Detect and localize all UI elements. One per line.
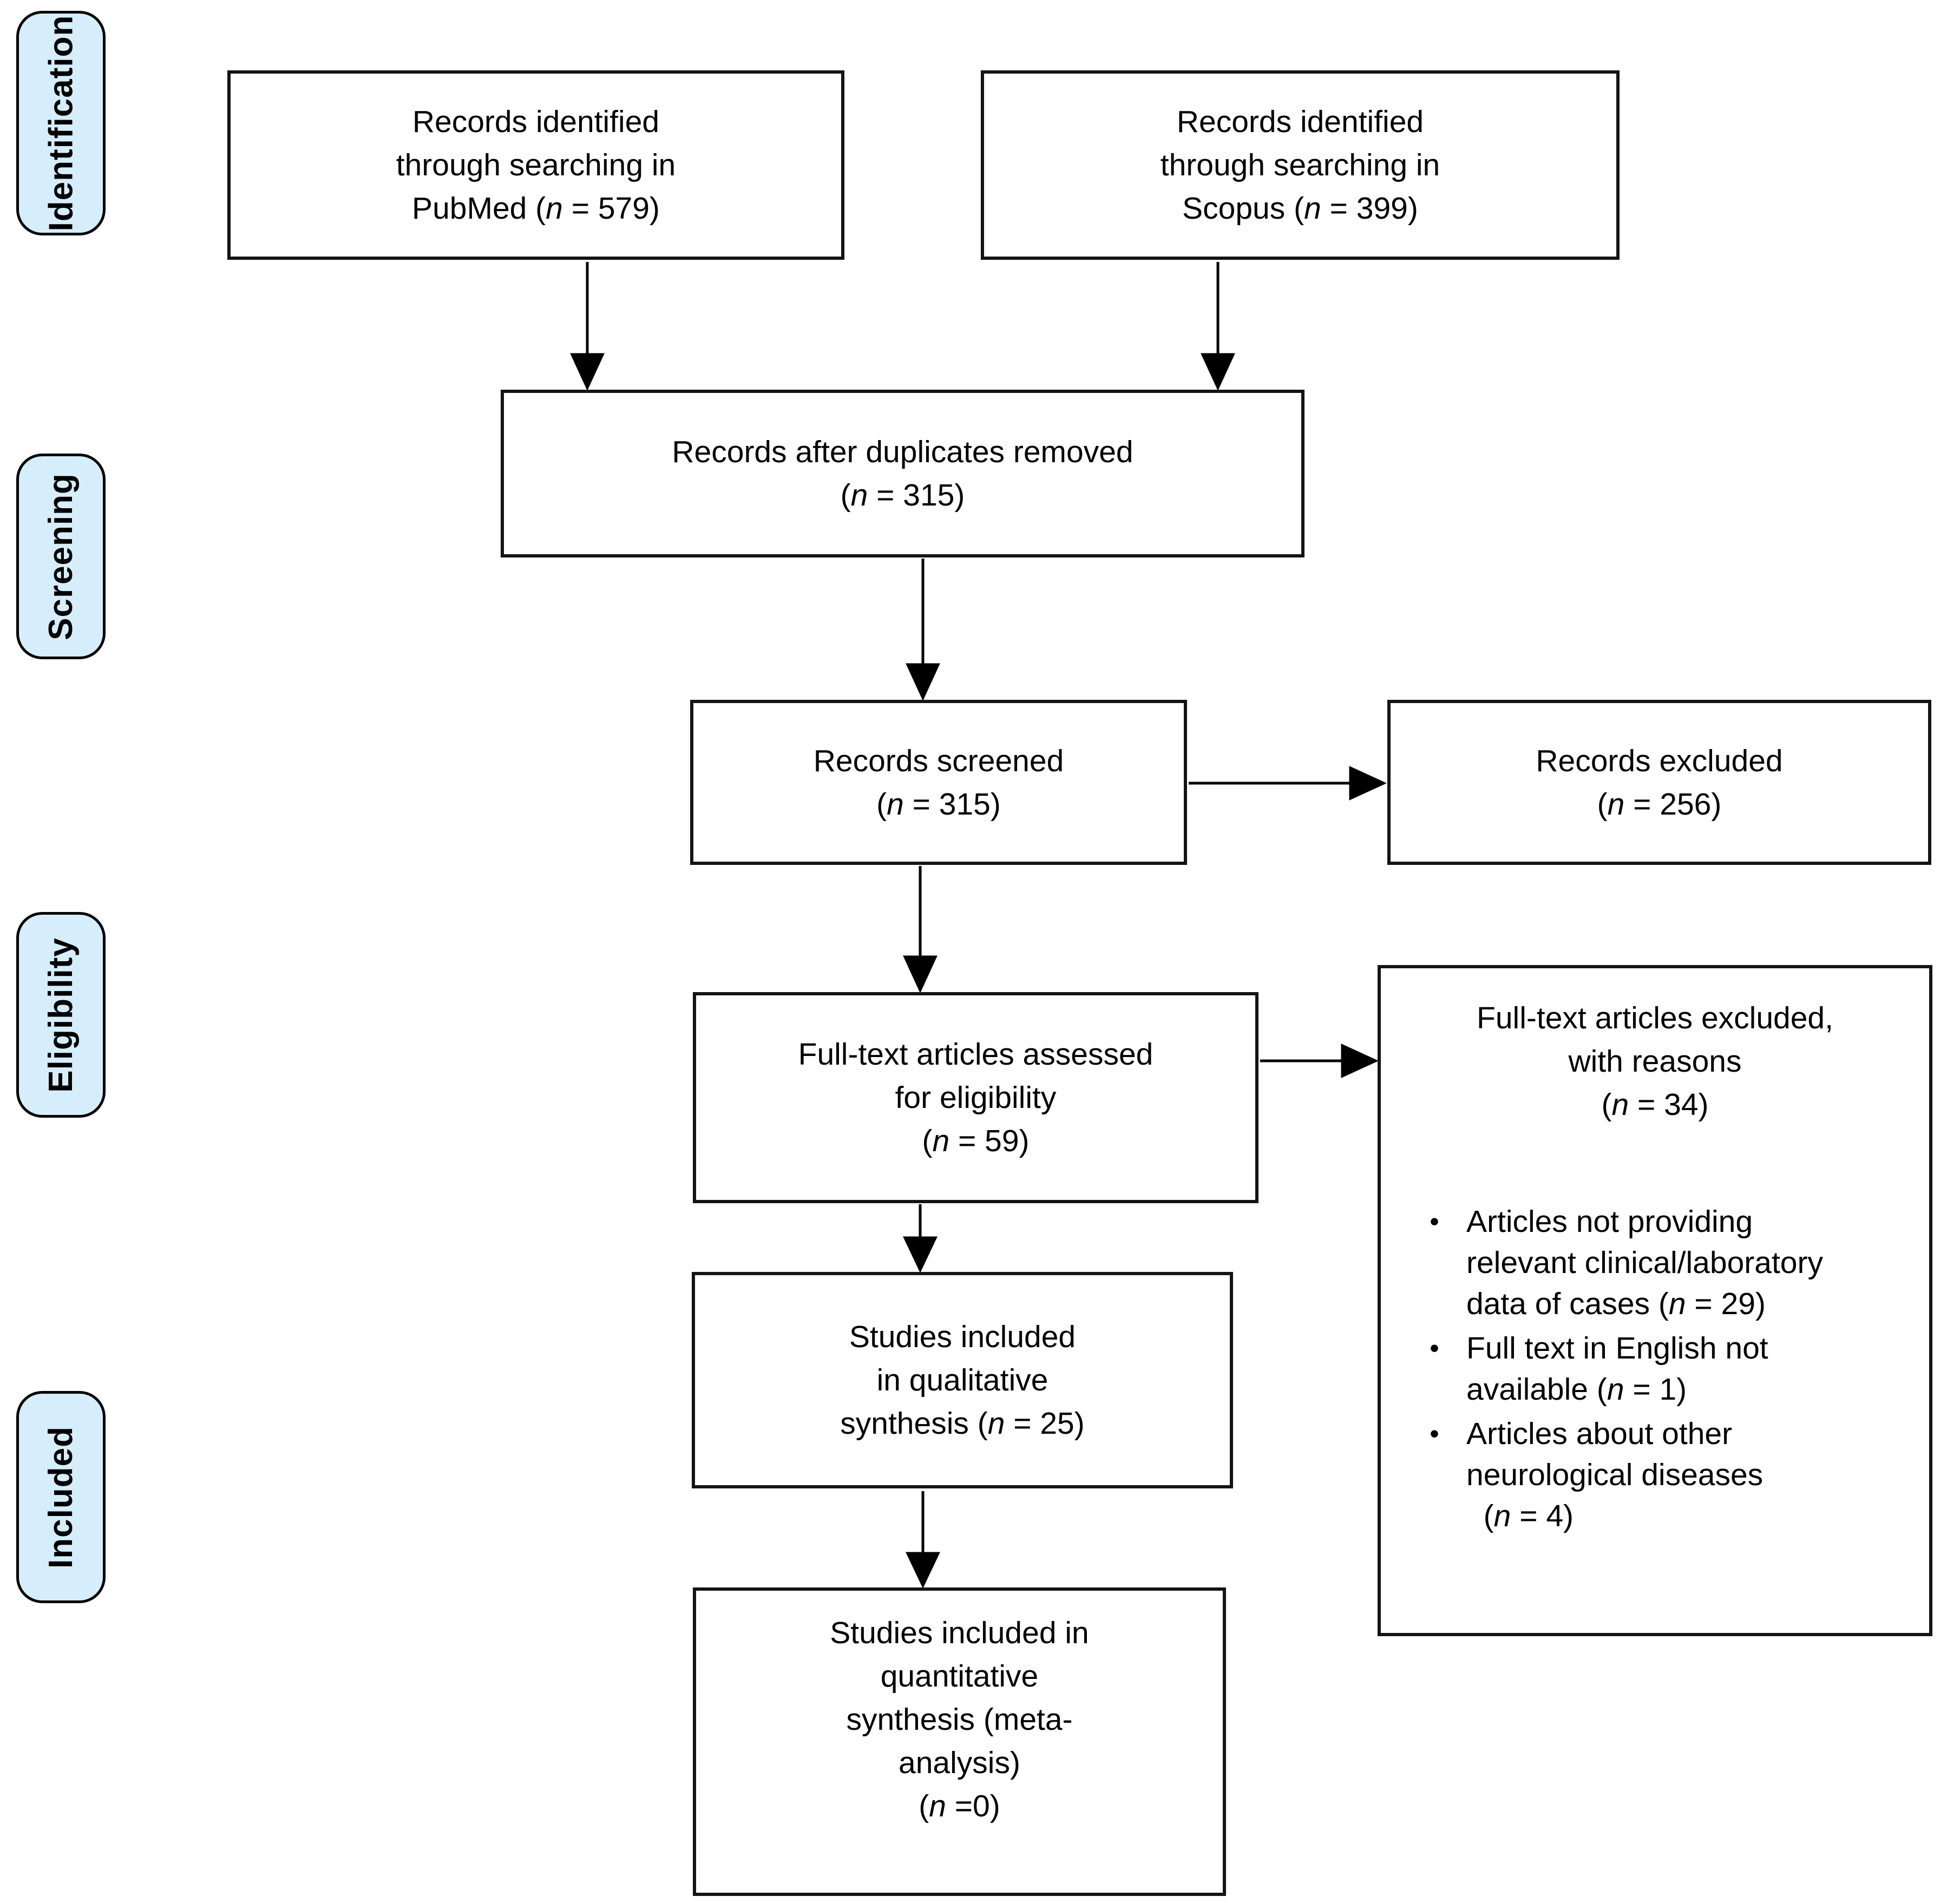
stage-label-screening-text: Screening [42,473,80,640]
stage-label-eligibility-text: Eligibility [42,937,80,1093]
box-fulltext-excluded-reasons-title: Full-text articles excluded,with reasons… [1477,1001,1833,1122]
stage-label-identification: Identification [16,11,106,235]
arrow-fulltext-to-reasons-head [1341,1044,1379,1078]
box-records-excluded-text: Records excluded(n = 256) [1536,743,1783,822]
stage-label-identification-text: Identification [42,15,80,232]
bullet-icon: • [1430,1206,1439,1237]
stage-label-included-text: Included [42,1426,80,1569]
bullet-icon: • [1430,1333,1439,1363]
box-records-after-duplicates-removed-text: Records after duplicates removed(n = 315… [672,435,1133,513]
arrow-scopus-to-duplicates-head [1201,353,1235,391]
box-records-screened-text: Records screened(n = 315) [813,743,1064,822]
box-records-screened: Records screened(n = 315) [690,700,1187,865]
stage-label-screening: Screening [16,454,106,659]
stage-label-eligibility: Eligibility [16,912,106,1118]
arrow-duplicates-to-screened-head [906,663,940,701]
arrow-screened-to-fulltext-head [903,955,938,993]
box-fulltext-excluded-reasons: Full-text articles excluded,with reasons… [1378,965,1932,1636]
bullet-icon: • [1430,1419,1439,1449]
stage-label-included: Included [16,1391,106,1603]
arrow-qualitative-to-quantitative-head [906,1552,940,1589]
arrow-screened-to-excluded-head [1349,766,1387,800]
arrow-pubmed-to-duplicates-head [570,353,605,391]
box-records-excluded: Records excluded(n = 256) [1387,700,1931,865]
box-records-after-duplicates-removed: Records after duplicates removed(n = 315… [501,390,1305,557]
arrow-fulltext-to-qualitative-head [903,1236,938,1273]
